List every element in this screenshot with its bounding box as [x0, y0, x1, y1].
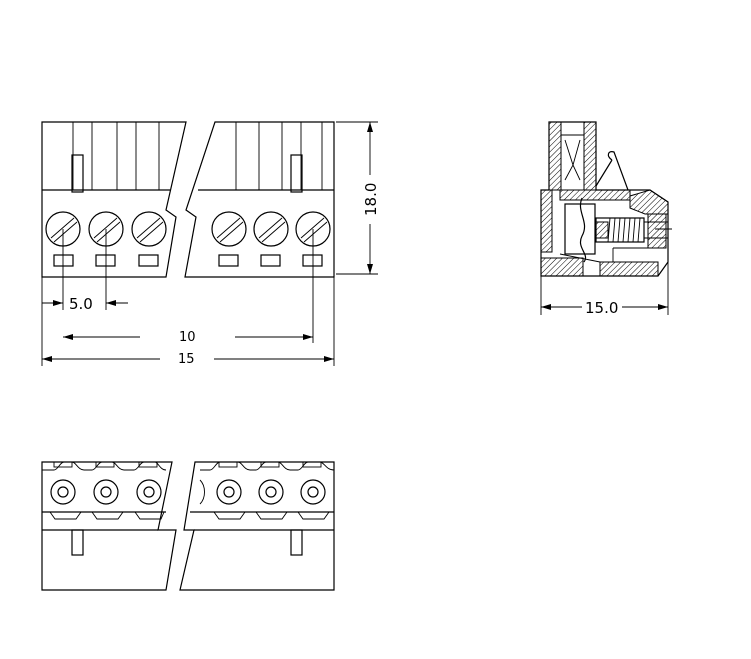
pitch-dimension-label: 5.0	[69, 295, 93, 313]
span-dimension-label: 10	[179, 330, 196, 345]
bottom-view	[41, 461, 335, 591]
side-dimensions: 15.0	[540, 262, 669, 317]
front-dimensions: 18.0 5.0 10 15	[41, 121, 380, 367]
height-dimension-label: 18.0	[362, 183, 380, 216]
front-view	[41, 121, 335, 278]
overall-length-dimension-label: 15	[178, 352, 195, 367]
screw-heads	[45, 211, 331, 247]
depth-dimension-label: 15.0	[585, 299, 618, 317]
side-section-view	[540, 121, 672, 277]
